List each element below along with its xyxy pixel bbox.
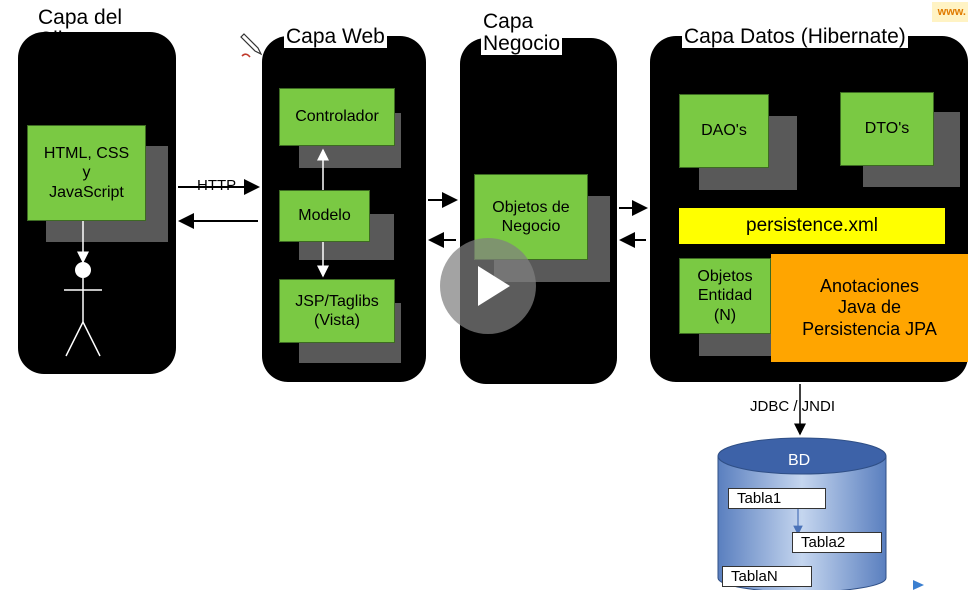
db-title: BD bbox=[788, 452, 811, 469]
user-stick-figure-icon bbox=[64, 262, 102, 357]
dtos-box: DTO's bbox=[840, 92, 934, 166]
data-layer-title: Capa Datos (Hibernate) bbox=[682, 25, 908, 49]
jdbc-jndi-label: JDBC / JNDI bbox=[750, 398, 836, 415]
video-play-button[interactable] bbox=[440, 238, 536, 334]
http-label: HTTP bbox=[197, 177, 237, 194]
daos-box: DAO's bbox=[679, 94, 769, 168]
persistence-xml-box: persistence.xml bbox=[679, 208, 945, 244]
db-table-1: Tabla1 bbox=[728, 488, 826, 509]
next-arrow-icon[interactable] bbox=[912, 578, 926, 590]
corner-watermark: www. bbox=[932, 2, 968, 22]
jsp-box: JSP/Taglibs (Vista) bbox=[279, 279, 395, 343]
html-css-js-box: HTML, CSS y JavaScript bbox=[27, 125, 146, 221]
web-layer-title: Capa Web bbox=[284, 25, 387, 49]
db-table-2: Tabla2 bbox=[792, 532, 882, 553]
play-icon bbox=[478, 266, 510, 306]
objetos-entidad-box: Objetos Entidad (N) bbox=[679, 258, 771, 334]
client-layer-title: Capa del Cliente bbox=[38, 6, 123, 52]
controlador-box: Controlador bbox=[279, 88, 395, 146]
modelo-box: Modelo bbox=[279, 190, 370, 242]
db-table-n: TablaN bbox=[722, 566, 812, 587]
anotaciones-jpa-box: Anotaciones Java de Persistencia JPA bbox=[771, 254, 968, 362]
pencil-icon bbox=[238, 30, 268, 60]
business-layer-title: Capa Negocio bbox=[481, 10, 563, 56]
